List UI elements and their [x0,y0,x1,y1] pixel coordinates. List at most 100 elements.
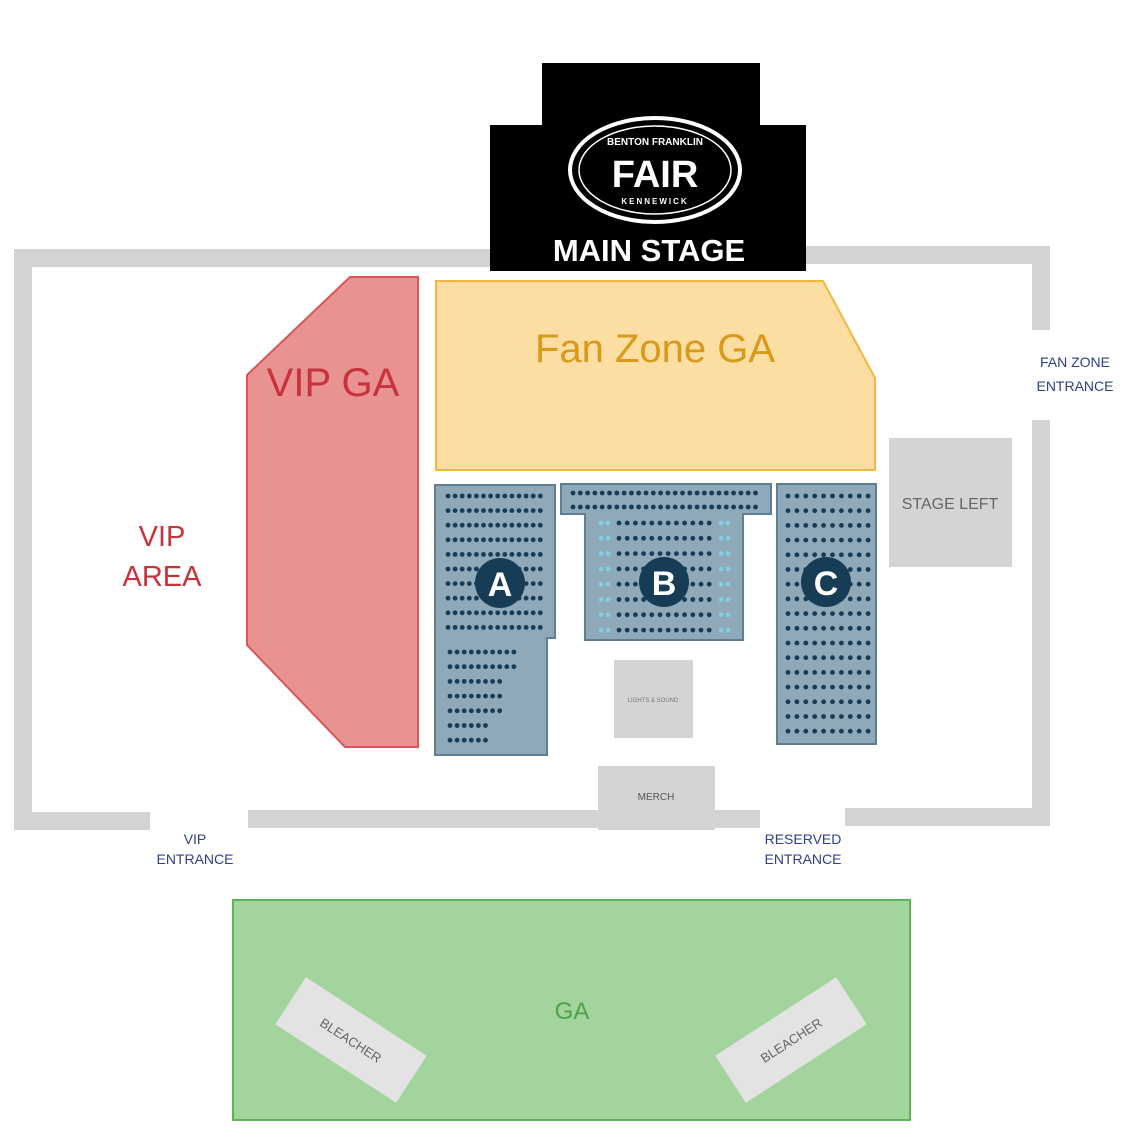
seat[interactable] [649,535,655,541]
seat[interactable] [690,597,696,602]
seat[interactable] [785,508,791,514]
seat[interactable] [530,581,536,586]
seat[interactable] [624,566,630,572]
seat[interactable] [865,493,871,499]
seat[interactable] [725,612,731,618]
seat[interactable] [687,504,693,510]
seat[interactable] [698,566,704,572]
seat[interactable] [530,566,536,572]
seat[interactable] [803,640,809,646]
seat[interactable] [709,490,715,496]
seat[interactable] [490,679,495,684]
seat[interactable] [821,508,826,514]
seat[interactable] [812,728,818,734]
seat[interactable] [785,728,791,734]
seat[interactable] [445,522,451,528]
seat[interactable] [718,612,724,618]
section-b[interactable]: B [560,483,772,641]
seat[interactable] [605,520,611,526]
seat[interactable] [509,625,515,630]
seat[interactable] [812,670,818,675]
seat[interactable] [537,581,543,586]
seat[interactable] [847,655,853,661]
seat[interactable] [445,566,451,572]
vip-ga-zone[interactable]: VIP GA [246,276,419,748]
seat[interactable] [690,566,696,572]
seat[interactable] [706,520,712,526]
seat[interactable] [476,664,481,670]
seat[interactable] [847,670,853,675]
seat[interactable] [459,625,465,630]
seat[interactable] [856,728,862,734]
seat[interactable] [488,537,493,543]
seat[interactable] [598,551,604,556]
seat[interactable] [821,714,826,719]
seat[interactable] [812,684,818,690]
seat[interactable] [794,523,800,528]
seat[interactable] [674,612,679,618]
seat[interactable] [785,523,791,528]
seat[interactable] [847,493,853,499]
seat[interactable] [516,493,522,499]
seat[interactable] [725,597,731,602]
seat[interactable] [794,640,800,646]
seat[interactable] [459,566,465,572]
seat[interactable] [847,684,853,690]
seat[interactable] [497,693,503,699]
seat[interactable] [690,551,696,556]
seat[interactable] [803,523,809,528]
seat[interactable] [658,504,663,510]
seat[interactable] [706,566,712,572]
seat[interactable] [709,504,715,510]
seat[interactable] [474,566,479,572]
seat[interactable] [812,699,818,705]
seat[interactable] [839,714,844,719]
seat[interactable] [657,551,663,556]
seat[interactable] [785,699,791,705]
seat[interactable] [665,627,671,633]
seat[interactable] [865,699,871,705]
seat[interactable] [830,508,835,514]
seat[interactable] [502,493,508,499]
seat[interactable] [466,625,472,630]
seat[interactable] [665,504,671,510]
seat[interactable] [466,508,472,513]
seat[interactable] [650,490,656,496]
seat[interactable] [592,504,598,510]
seat[interactable] [474,508,479,513]
seat[interactable] [839,699,844,705]
seat[interactable] [738,504,744,510]
seat[interactable] [847,523,853,528]
seat[interactable] [690,627,696,633]
seat[interactable] [502,625,508,630]
seat[interactable] [476,693,481,699]
seat[interactable] [865,508,871,514]
seat[interactable] [803,508,809,514]
seat[interactable] [865,655,871,661]
seat[interactable] [483,679,488,684]
seat[interactable] [665,520,671,526]
seat[interactable] [745,504,751,510]
seat[interactable] [865,537,871,543]
seat[interactable] [497,649,503,655]
seat[interactable] [605,612,611,618]
seat[interactable] [461,649,467,655]
seat[interactable] [682,627,687,633]
seat[interactable] [794,670,800,675]
seat[interactable] [839,493,844,499]
seat[interactable] [481,508,486,513]
seat[interactable] [856,699,862,705]
seat[interactable] [447,693,453,699]
seat[interactable] [812,655,818,661]
seat[interactable] [716,504,722,510]
seat[interactable] [605,627,611,633]
seat[interactable] [511,649,517,655]
seat[interactable] [447,664,453,670]
seat[interactable] [847,640,853,646]
seat[interactable] [785,684,791,690]
seat[interactable] [856,670,862,675]
seat[interactable] [794,625,800,631]
seat[interactable] [821,611,826,616]
seat[interactable] [523,508,529,513]
seat[interactable] [516,625,522,630]
